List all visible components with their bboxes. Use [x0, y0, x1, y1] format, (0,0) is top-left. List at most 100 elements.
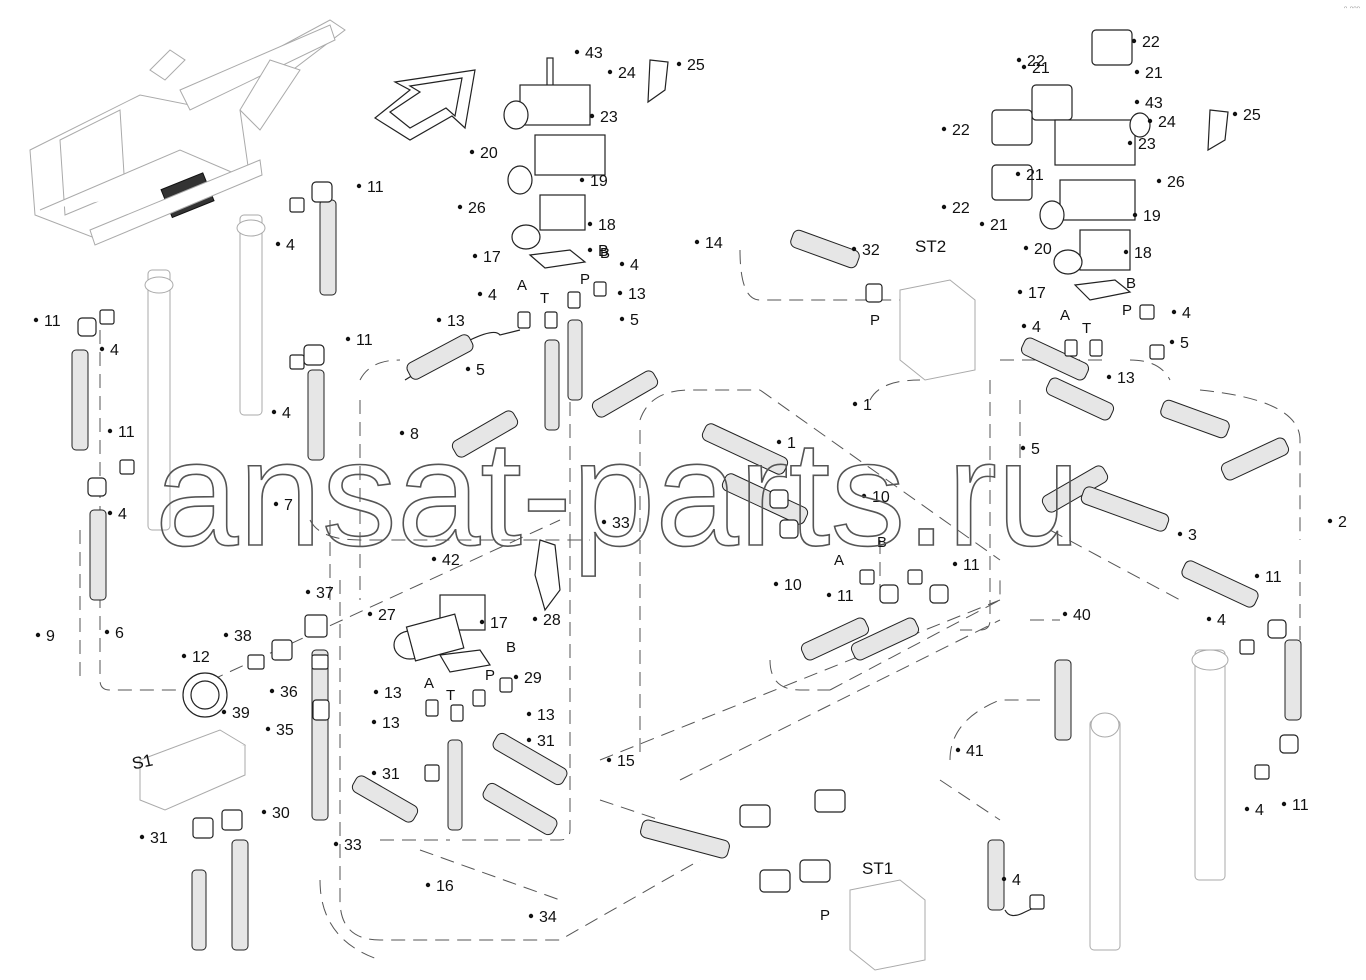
callout-dot-20 — [33, 317, 39, 323]
callout-58: 15 — [617, 753, 635, 770]
callout-19: 4 — [286, 237, 295, 254]
callout-dot-61 — [941, 126, 947, 132]
left-hydraulic-cylinders — [144, 214, 1229, 951]
callout-dot-67 — [1134, 99, 1140, 105]
callout-dot-13 — [436, 317, 442, 323]
callout-84: 4 — [1217, 612, 1226, 629]
callout-70: 23 — [1138, 136, 1156, 153]
callout-20: 11 — [44, 313, 61, 330]
callout-dot-56 — [425, 882, 431, 888]
callout-64: 21 — [1145, 65, 1163, 82]
port-letter-5: T — [1082, 320, 1091, 337]
callout-29: 1 — [787, 435, 796, 452]
callout-dot-28 — [852, 401, 858, 407]
callout-52: 30 — [272, 805, 290, 822]
callout-57: 34 — [539, 909, 557, 926]
callout-7: 18 — [598, 217, 616, 234]
callout-dot-77 — [1021, 323, 1027, 329]
callout-dot-82 — [1327, 518, 1333, 524]
callout-dot-71 — [1156, 178, 1162, 184]
port-letter-4: A — [1060, 307, 1070, 324]
callout-dot-36 — [367, 611, 373, 617]
callout-dot-57 — [528, 913, 534, 919]
callout-59: 22 — [1142, 34, 1160, 51]
callout-87: 40 — [1073, 607, 1091, 624]
callout-dot-84 — [1206, 616, 1212, 622]
port-letter-15: P — [820, 907, 830, 924]
port-letter-8: A — [424, 675, 434, 692]
port-letter-14: P — [870, 312, 880, 329]
callout-85: 4 — [1255, 802, 1264, 819]
callout-38: 17 — [490, 615, 508, 632]
callout-dot-24 — [107, 428, 113, 434]
callout-28: 1 — [863, 397, 872, 414]
callout-49: 35 — [276, 722, 294, 739]
callout-3: 23 — [600, 109, 618, 126]
callout-dot-60 — [1016, 57, 1022, 63]
callout-56: 16 — [436, 878, 454, 895]
callout-dot-5 — [579, 177, 585, 183]
callout-5: 19 — [590, 173, 608, 190]
callout-dot-12 — [617, 290, 623, 296]
callout-dot-54 — [35, 632, 41, 638]
port-letter-1: T — [540, 290, 549, 307]
callout-dot-59 — [1131, 38, 1137, 44]
callout-dot-27 — [273, 501, 279, 507]
callout-dot-66 — [979, 221, 985, 227]
port-letter-0: A — [517, 277, 527, 294]
callout-1: 24 — [618, 65, 636, 82]
callout-8: 17 — [483, 249, 501, 266]
callout-17: 32 — [862, 242, 880, 259]
station-label-st1: ST1 — [862, 859, 893, 878]
port-letter-3: B — [600, 245, 610, 262]
callout-26: 8 — [410, 426, 419, 443]
callout-22: 11 — [356, 332, 373, 349]
callout-61: 22 — [952, 122, 970, 139]
callout-41: 13 — [537, 707, 555, 724]
callout-dot-1 — [607, 69, 613, 75]
callout-50: 12 — [192, 649, 210, 666]
callout-27: 7 — [284, 497, 293, 514]
callout-18: 11 — [367, 179, 384, 196]
callout-10: 4 — [630, 257, 639, 274]
corner-mark: ᵔ ᵔᵔᵔ — [1343, 4, 1360, 14]
callout-13: 13 — [447, 313, 465, 330]
callout-0: 43 — [585, 45, 603, 62]
callout-dot-23 — [271, 409, 277, 415]
callout-dot-11 — [477, 291, 483, 297]
callout-89: 4 — [1012, 872, 1021, 889]
port-letter-6: P — [1122, 302, 1132, 319]
callout-dot-79 — [1106, 374, 1112, 380]
callout-37: 28 — [543, 612, 561, 629]
callout-46: 37 — [316, 585, 334, 602]
callout-36: 27 — [378, 607, 396, 624]
callout-34: 33 — [612, 515, 630, 532]
station-label-s1: S1 — [130, 751, 154, 774]
callout-dot-18 — [356, 183, 362, 189]
callout-51: 39 — [232, 705, 250, 722]
machine-illustration — [29, 19, 346, 246]
callout-dot-33 — [952, 561, 958, 567]
callout-dot-30 — [861, 493, 867, 499]
callout-dot-3 — [589, 113, 595, 119]
valve-stack-center — [503, 57, 669, 269]
callout-25: 4 — [118, 506, 127, 523]
callout-dot-73 — [1023, 245, 1029, 251]
callout-dot-7 — [587, 221, 593, 227]
callout-dot-8 — [472, 253, 478, 259]
callout-81: 3 — [1188, 527, 1197, 544]
callout-15: 5 — [476, 362, 485, 379]
callout-63: 21 — [1032, 60, 1050, 77]
callout-dot-69 — [1232, 111, 1238, 117]
callout-53: 31 — [150, 830, 168, 847]
callout-82: 2 — [1338, 514, 1347, 531]
callout-12: 13 — [628, 286, 646, 303]
callout-dot-81 — [1177, 531, 1183, 537]
valve-stack-right — [991, 29, 1229, 301]
callout-40: 13 — [384, 685, 402, 702]
callout-dot-62 — [941, 204, 947, 210]
callout-dot-48 — [269, 688, 275, 694]
callout-dot-55 — [104, 629, 110, 635]
